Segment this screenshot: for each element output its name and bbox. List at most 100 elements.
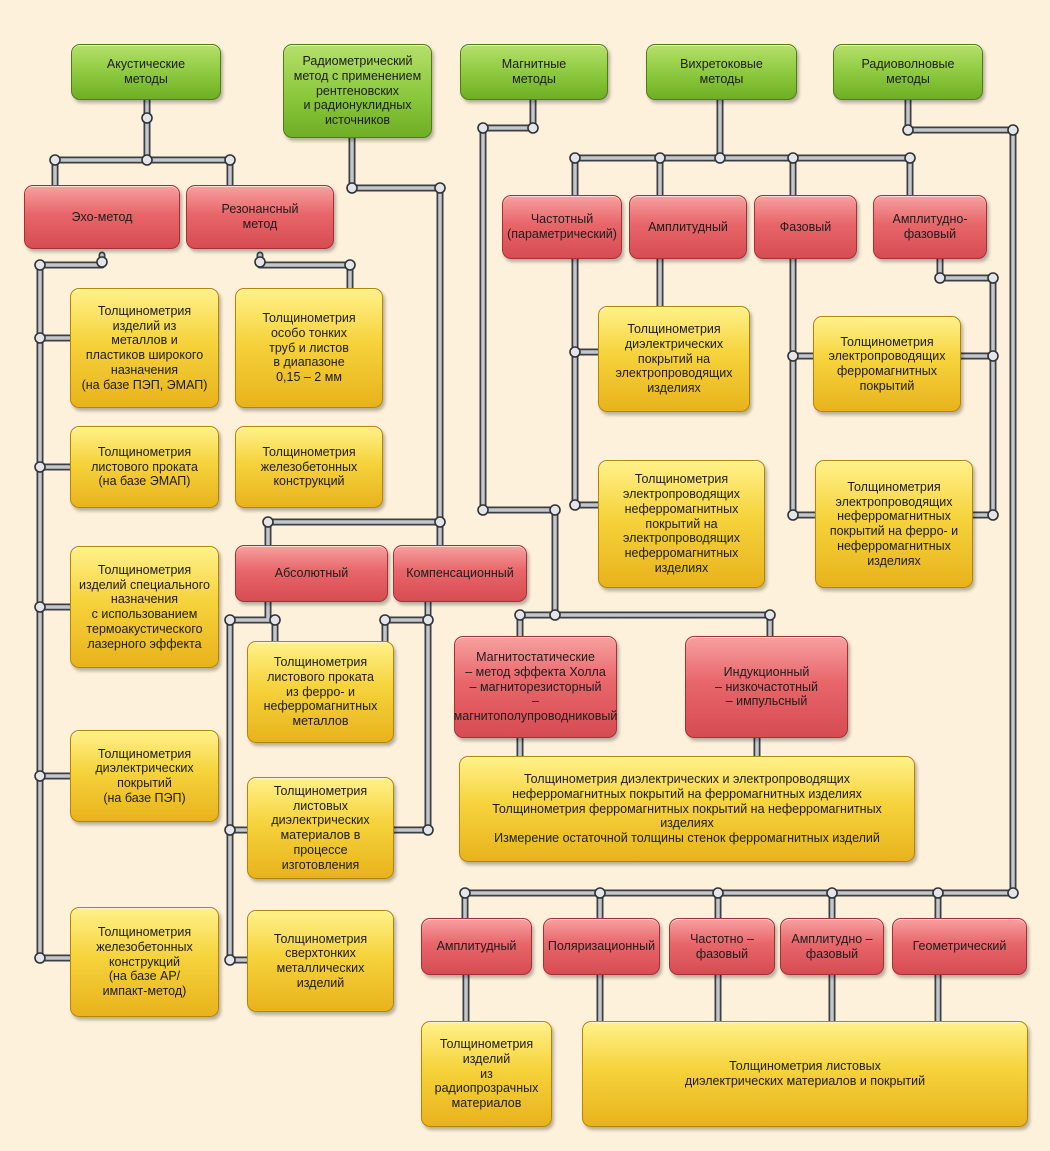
amplitude-method-eddy: Амплитудный — [629, 195, 747, 259]
thickness-rc-structures: Толщинометрия железобетонных конструкций — [235, 426, 383, 508]
pipe-joint — [654, 152, 666, 164]
pipe-joint — [141, 112, 153, 124]
thickness-dielectric-pep: Толщинометрия диэлектрических покрытий (… — [70, 730, 219, 822]
thickness-sheet-ferro: Толщинометрия листового проката из ферро… — [247, 641, 394, 743]
thickness-rc-ar: Толщинометрия железобетонных конструкций… — [70, 907, 219, 1017]
pipe-joint — [902, 124, 914, 136]
pipe-joint — [34, 952, 46, 964]
pipe-core — [906, 98, 1015, 895]
pipe-joint — [422, 614, 434, 626]
pipe-joint — [379, 614, 391, 626]
pipe-core — [383, 600, 430, 643]
thickness-ultrathin: Толщинометрия сверхтонких металлических … — [247, 910, 394, 1012]
pipe-joint — [569, 152, 581, 164]
pipe-joint — [764, 609, 776, 621]
pipe-joint — [477, 504, 489, 516]
pipe-joint — [932, 887, 944, 899]
thickness-sheet-dielectric: Толщинометрия листовых диэлектрических м… — [247, 777, 394, 879]
frequency-method: Частотный (параметрический) — [502, 195, 622, 259]
pipe-joint — [569, 499, 581, 511]
pipe-joint — [787, 152, 799, 164]
pipe-joint — [141, 154, 153, 166]
pipe-joint — [787, 350, 799, 362]
resonance-method: Резонансный метод — [186, 185, 334, 249]
echo-method: Эхо-метод — [24, 185, 180, 249]
radiometric-method: Радиометрический метод с применением рен… — [283, 44, 432, 138]
pipe-joint — [34, 461, 46, 473]
pipe-joint — [549, 504, 561, 516]
thickness-sheet-emap: Толщинометрия листового проката (на базе… — [70, 426, 219, 508]
frequency-phase-method: Частотно – фазовый — [669, 918, 775, 975]
pipe-joint — [269, 614, 281, 626]
pipe-core — [392, 600, 430, 832]
pipe-joint — [594, 887, 606, 899]
pipe-joint — [224, 154, 236, 166]
thickness-metals-plastics: Толщинометрия изделий из металлов и плас… — [70, 288, 219, 408]
pipe-joint — [904, 152, 916, 164]
pipe-core — [481, 98, 557, 617]
pipe-joint — [49, 154, 61, 166]
induction-method: Индукционный – низкочастотный – импульсн… — [685, 636, 848, 738]
pipe-joint — [787, 509, 799, 521]
pipe-joint — [549, 609, 561, 621]
compensation-method: Компенсационный — [393, 545, 527, 602]
pipe-joint — [714, 152, 726, 164]
pipe-joint — [987, 272, 999, 284]
thickness-conductive-nonferro: Толщинометрия электропроводящих неферром… — [598, 460, 765, 588]
pipe-outline — [256, 251, 354, 292]
pipe-outline — [390, 598, 432, 834]
magnetostatic-methods: Магнитостатические – метод эффекта Холла… — [454, 636, 617, 738]
pipe-joint — [1007, 124, 1019, 136]
pipe-joint — [224, 954, 236, 966]
acoustic-methods: Акустические методы — [71, 44, 221, 100]
thickness-special-products: Толщинометрия изделий специального назна… — [70, 546, 219, 668]
pipe-outline — [571, 255, 602, 509]
pipe-core — [258, 253, 352, 290]
pipe-joint — [569, 346, 581, 358]
radio-amplitude-phase-method: Амплитудно – фазовый — [780, 918, 884, 975]
pipe-joint — [826, 887, 838, 899]
phase-method: Фазовый — [754, 195, 857, 259]
pipe-joint — [434, 182, 446, 194]
thickness-conductive-ferro: Толщинометрия электропроводящих ферромаг… — [813, 316, 961, 412]
thickness-sheet-dielectric-coatings: Толщинометрия листовых диэлектрических м… — [582, 1021, 1028, 1127]
radio-amplitude-method: Амплитудный — [421, 918, 532, 975]
pipe-joint — [262, 516, 274, 528]
pipe-joint — [344, 259, 356, 271]
pipe-joint — [224, 824, 236, 836]
pipe-joint — [527, 122, 539, 134]
pipe-joint — [987, 350, 999, 362]
magnetic-methods: Магнитные методы — [460, 44, 608, 100]
pipe-joint — [434, 516, 446, 528]
radiowave-methods: Радиоволновые методы — [833, 44, 983, 100]
pipe-joint — [346, 182, 358, 194]
pipe-joint — [34, 770, 46, 782]
pipe-joint — [459, 887, 471, 899]
thickness-magnetic-summary: Толщинометрия диэлектрических и электроп… — [459, 756, 915, 862]
pipe-joint — [34, 601, 46, 613]
polarization-method: Поляризационный — [543, 918, 660, 975]
pipe-joint — [96, 256, 108, 268]
pipe-joint — [34, 259, 46, 271]
thickness-conductive-nonferro-ferro: Толщинометрия электропроводящих неферром… — [815, 460, 973, 588]
pipe-joint — [34, 332, 46, 344]
pipe-joint — [254, 256, 266, 268]
pipe-outline — [789, 255, 819, 519]
pipe-core — [228, 600, 270, 962]
pipe-joint — [422, 824, 434, 836]
pipe-joint — [712, 887, 724, 899]
pipe-joint — [1007, 887, 1019, 899]
thickness-thin-pipes: Толщинометрия особо тонких труб и листов… — [235, 288, 383, 408]
absolute-method: Абсолютный — [235, 545, 388, 602]
pipe-joint — [224, 614, 236, 626]
pipe-joint — [987, 509, 999, 521]
amplitude-phase-method: Амплитудно- фазовый — [873, 195, 987, 259]
pipe-joint — [514, 609, 526, 621]
pipe-core — [350, 136, 442, 524]
pipe-outline — [479, 96, 559, 619]
thickness-dielectric-on-conductive: Толщинометрия диэлектрических покрытий н… — [598, 306, 750, 412]
eddy-current-methods: Вихретоковые методы — [646, 44, 797, 100]
thickness-radio-transparent: Толщинометрия изделий из радиопрозрачных… — [421, 1021, 552, 1127]
